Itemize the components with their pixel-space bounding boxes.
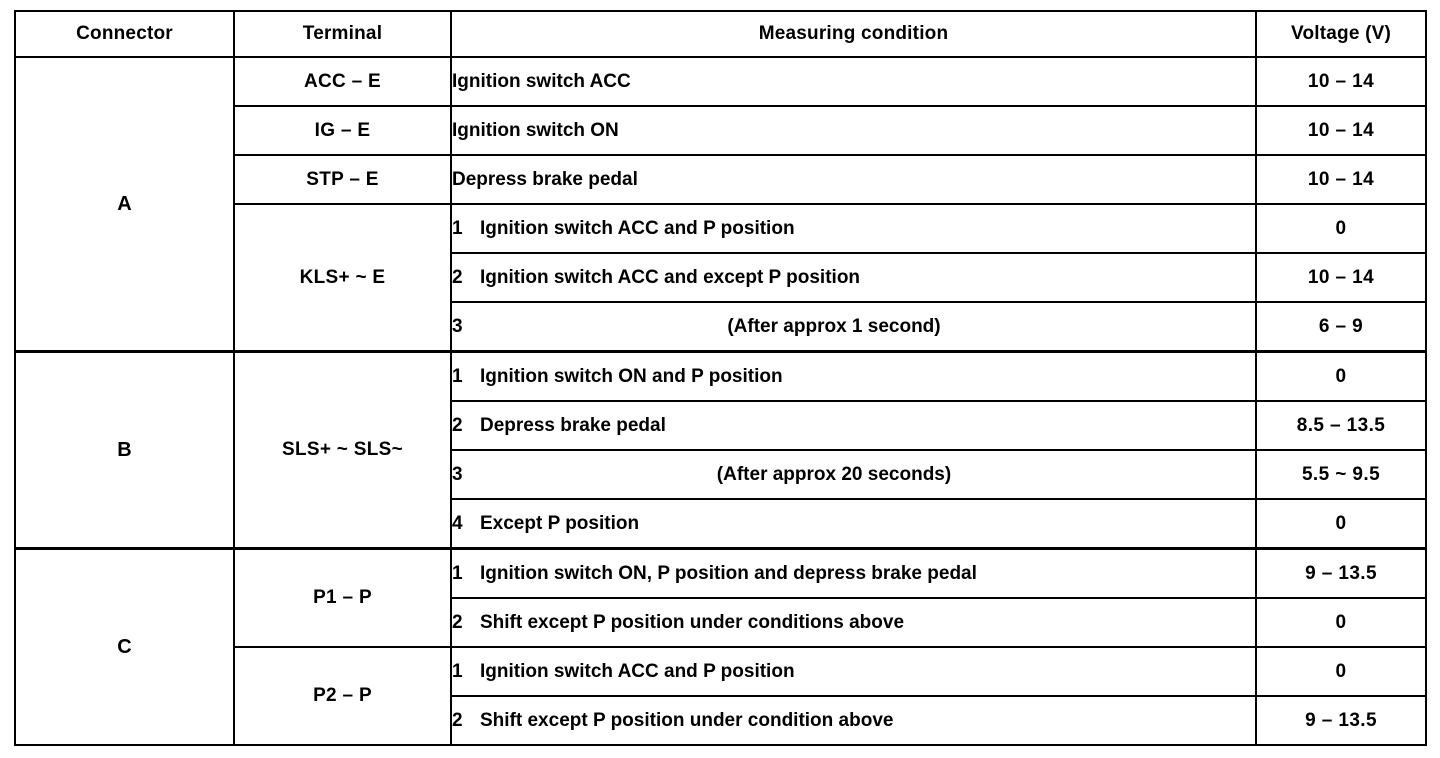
- condition-index: 3: [452, 463, 463, 485]
- table-row: IG – E Ignition switch ON 10 – 14: [15, 105, 1427, 156]
- condition-cell: 2 Shift except P position under condition…: [450, 695, 1257, 746]
- condition-index: 2: [452, 709, 463, 731]
- condition-text: Ignition switch ON, P position and depre…: [480, 562, 977, 584]
- table-row: 3 (After approx 1 second) 6 – 9: [15, 301, 1427, 353]
- voltage-cell: 10 – 14: [1255, 105, 1427, 156]
- voltage-cell: 0: [1255, 350, 1427, 402]
- voltage-cell: 8.5 – 13.5: [1255, 400, 1427, 451]
- voltage-cell: 10 – 14: [1255, 154, 1427, 205]
- column-header-terminal: Terminal: [233, 10, 452, 58]
- condition-cell: Depress brake pedal: [450, 154, 1257, 205]
- voltage-cell: 0: [1255, 498, 1427, 550]
- condition-cell: 3 (After approx 1 second): [450, 301, 1257, 353]
- table-row: 2 Shift except P position under condition…: [15, 597, 1427, 648]
- condition-cell: 2 Shift except P position under condition…: [450, 597, 1257, 648]
- table-header: Connector Terminal Measuring condition V…: [14, 10, 1427, 58]
- voltage-inspection-table: Connector Terminal Measuring condition V…: [14, 10, 1427, 746]
- table-row: 2 Depress brake pedal 8.5 – 13.5: [15, 400, 1427, 451]
- condition-cell: 2 Depress brake pedal: [450, 400, 1257, 451]
- table-row: A ACC – E Ignition switch ACC 10 – 14: [14, 56, 1427, 353]
- condition-index: 1: [452, 660, 463, 682]
- voltage-cell: 0: [1255, 597, 1427, 648]
- terminal-cell: P1 – P: [233, 547, 452, 648]
- terminal-cell: KLS+ ~ E: [233, 203, 452, 353]
- column-header-connector: Connector: [14, 10, 235, 58]
- voltage-cell: 5.5 ~ 9.5: [1255, 449, 1427, 500]
- condition-text: Except P position: [480, 512, 640, 534]
- table-row: B SLS+ ~ SLS~ 1 Ignition switch ON and P …: [14, 350, 1427, 550]
- condition-text: Shift except P position under condition …: [480, 709, 894, 731]
- condition-index: 2: [452, 611, 463, 633]
- table-body: A ACC – E Ignition switch ACC 10 – 14 IG…: [14, 56, 1427, 746]
- condition-cell: 2 Ignition switch ACC and except P positi…: [450, 252, 1257, 303]
- condition-index: 4: [452, 512, 463, 534]
- condition-text: (After approx 20 seconds): [716, 463, 952, 485]
- terminal-cell: P2 – P: [233, 646, 452, 746]
- condition-text: Depress brake pedal: [480, 414, 666, 436]
- terminal-cell: STP – E: [233, 154, 452, 205]
- condition-text: Ignition switch ACC and P position: [480, 217, 795, 239]
- table-row: 3 (After approx 20 seconds) 5.5 ~ 9.5: [15, 449, 1427, 500]
- column-header-measuring-condition: Measuring condition: [450, 10, 1257, 58]
- table-row: STP – E Depress brake pedal 10 – 14: [15, 154, 1427, 205]
- condition-text: Depress brake pedal: [452, 168, 638, 190]
- voltage-cell: 0: [1255, 646, 1427, 697]
- terminal-cell: ACC – E: [233, 56, 452, 107]
- column-header-voltage: Voltage (V): [1255, 10, 1427, 58]
- condition-index: 1: [452, 562, 463, 584]
- condition-text: Ignition switch ON and P position: [480, 365, 783, 387]
- condition-text: Ignition switch ACC and P position: [480, 660, 795, 682]
- table-row: P2 – P 1 Ignition switch ACC and P positi…: [15, 646, 1427, 746]
- table-row: KLS+ ~ E 1 Ignition switch ACC and P posi…: [15, 203, 1427, 353]
- table-row: 2 Ignition switch ACC and except P positi…: [15, 252, 1427, 303]
- connector-cell-c: C: [14, 547, 235, 746]
- condition-cell: 1 Ignition switch ON and P position: [450, 350, 1257, 402]
- table-row: 4 Except P position 0: [15, 498, 1427, 550]
- connector-cell-a: A: [14, 56, 235, 353]
- voltage-cell: 9 – 13.5: [1255, 695, 1427, 746]
- table-row: 2 Shift except P position under condition…: [15, 695, 1427, 746]
- condition-cell: Ignition switch ACC: [450, 56, 1257, 107]
- connector-cell-b: B: [14, 350, 235, 550]
- condition-cell: 1 Ignition switch ACC and P position: [450, 203, 1257, 254]
- condition-index: 3: [452, 315, 463, 337]
- condition-text: Ignition switch ACC: [452, 70, 631, 92]
- condition-text: Shift except P position under conditions…: [480, 611, 905, 633]
- condition-cell: Ignition switch ON: [450, 105, 1257, 156]
- terminal-cell: SLS+ ~ SLS~: [233, 350, 452, 550]
- condition-cell: 3 (After approx 20 seconds): [450, 449, 1257, 500]
- header-row: Connector Terminal Measuring condition V…: [14, 10, 1427, 58]
- condition-index: 1: [452, 217, 463, 239]
- condition-index: 1: [452, 365, 463, 387]
- condition-cell: 4 Except P position: [450, 498, 1257, 550]
- voltage-cell: 9 – 13.5: [1255, 547, 1427, 599]
- voltage-cell: 10 – 14: [1255, 56, 1427, 107]
- condition-text: Ignition switch ON: [452, 119, 619, 141]
- condition-index: 2: [452, 414, 463, 436]
- table-row: C P1 – P 1 Ignition switch ON, P position…: [14, 547, 1427, 746]
- voltage-cell: 10 – 14: [1255, 252, 1427, 303]
- voltage-cell: 6 – 9: [1255, 301, 1427, 353]
- condition-cell: 1 Ignition switch ON, P position and depr…: [450, 547, 1257, 599]
- condition-index: 2: [452, 266, 463, 288]
- condition-text: (After approx 1 second): [727, 315, 941, 337]
- terminal-cell: IG – E: [233, 105, 452, 156]
- condition-cell: 1 Ignition switch ACC and P position: [450, 646, 1257, 697]
- condition-text: Ignition switch ACC and except P positio…: [480, 266, 861, 288]
- voltage-cell: 0: [1255, 203, 1427, 254]
